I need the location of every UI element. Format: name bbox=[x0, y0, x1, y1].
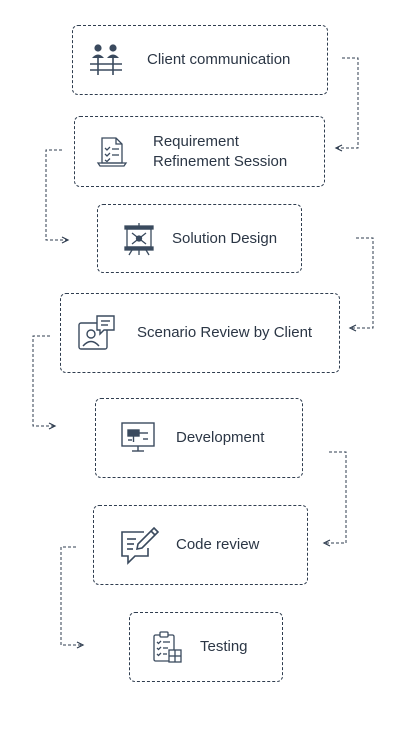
step-label-line: Solution Design bbox=[172, 229, 278, 247]
connector-6-7 bbox=[60, 546, 85, 649]
monitor-code-icon bbox=[120, 420, 156, 456]
step-label-line: Code review bbox=[176, 536, 260, 553]
step-label: Requirement Refinement Session bbox=[153, 132, 287, 172]
step-scenario-review: Scenario Review by Client bbox=[60, 293, 340, 373]
step-label: Development bbox=[176, 428, 264, 448]
people-network-icon bbox=[89, 43, 123, 77]
connector-5-6 bbox=[322, 451, 347, 547]
connector-2-3 bbox=[45, 149, 70, 244]
step-client-communication: Client communication bbox=[72, 25, 328, 95]
step-label: Scenario Review by Client bbox=[137, 323, 312, 343]
message-pen-icon bbox=[118, 524, 160, 566]
step-label-line: Scenario Review by Client bbox=[137, 324, 313, 341]
step-label: Solution Design bbox=[172, 229, 277, 249]
connector-3-4 bbox=[348, 237, 374, 332]
step-label-line: Refinement Session bbox=[153, 152, 288, 170]
presentation-board-icon bbox=[122, 222, 156, 256]
step-testing: Testing bbox=[129, 612, 283, 682]
step-label-line: Client communication bbox=[147, 51, 291, 68]
step-label: Code review bbox=[176, 535, 259, 555]
step-solution-design: Solution Design bbox=[97, 204, 302, 273]
step-label: Testing bbox=[200, 637, 248, 657]
checklist-document-icon bbox=[95, 135, 129, 169]
step-label-line: Requirement bbox=[153, 132, 239, 150]
step-requirement-refinement: Requirement Refinement Session bbox=[74, 116, 325, 187]
step-label: Client communication bbox=[147, 50, 290, 70]
video-chat-icon bbox=[77, 313, 117, 353]
step-label-line: Development bbox=[176, 429, 265, 446]
step-code-review: Code review bbox=[93, 505, 308, 585]
step-development: Development bbox=[95, 398, 303, 478]
step-label-line: Testing bbox=[200, 638, 248, 655]
clipboard-checklist-icon bbox=[150, 630, 184, 664]
connector-1-2 bbox=[334, 57, 359, 152]
connector-4-5 bbox=[32, 335, 57, 430]
